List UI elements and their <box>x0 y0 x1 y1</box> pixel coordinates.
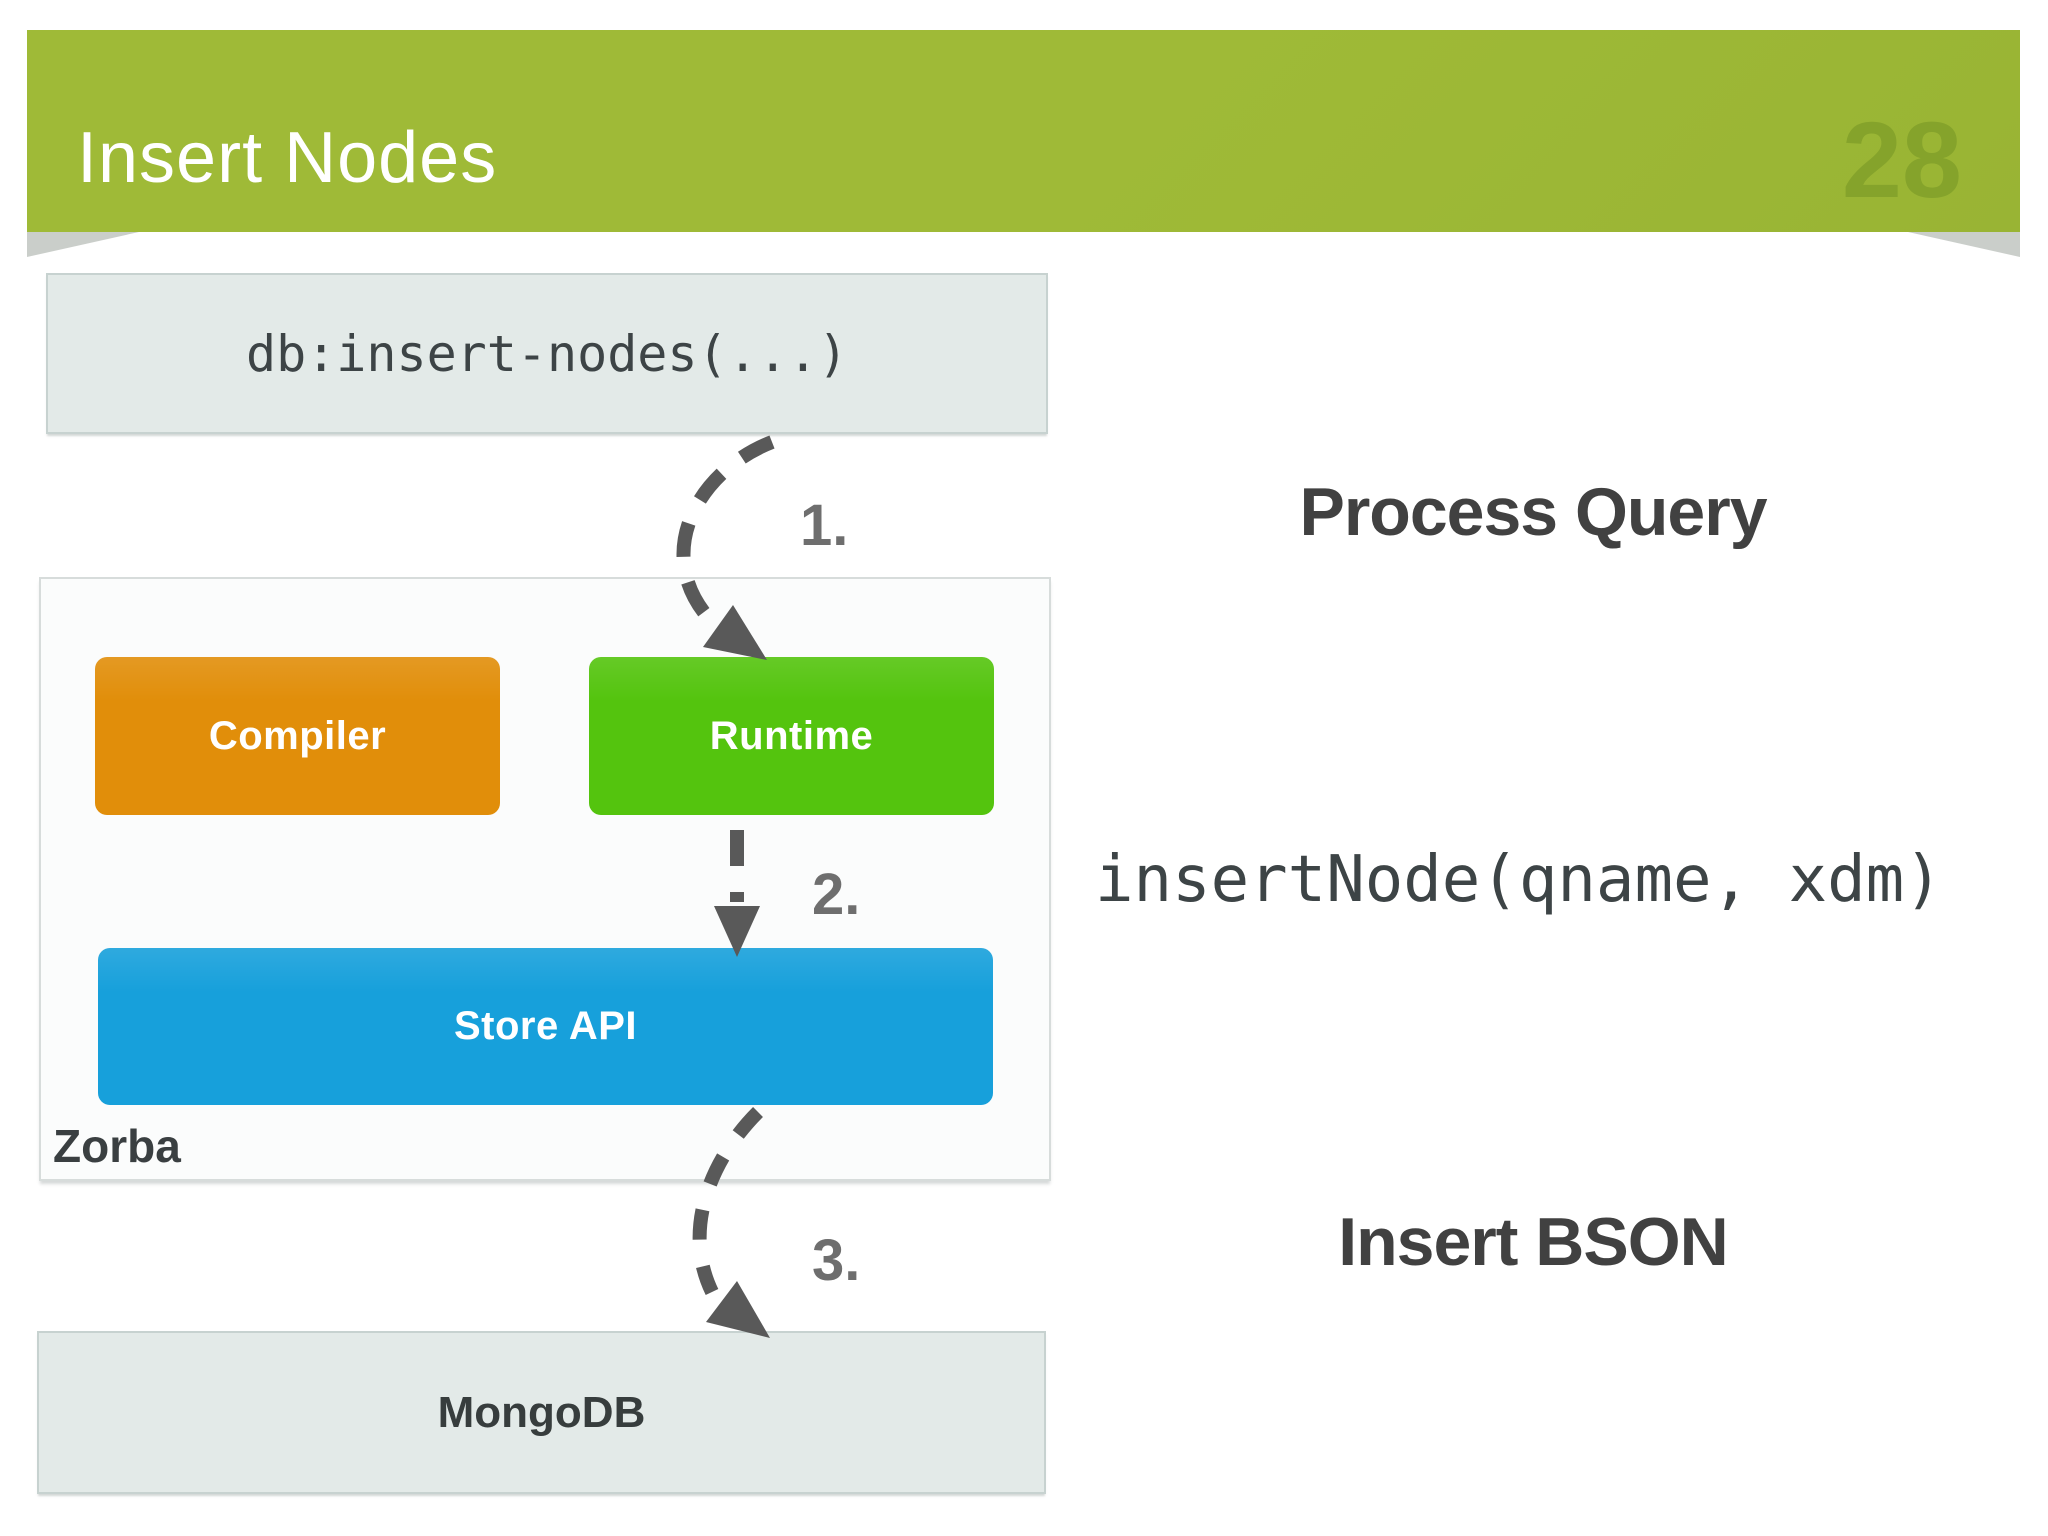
step-2-number: 2. <box>812 862 861 927</box>
mongodb-label: MongoDB <box>437 1387 646 1437</box>
query-box-label: db:insert-nodes(...) <box>245 324 849 383</box>
compiler-label: Compiler <box>208 713 387 758</box>
store-api-box: Store API <box>98 948 993 1105</box>
annotation-insert-node-code: insertNode(qname, xdm) <box>1095 843 1943 917</box>
header-fold-left-icon <box>27 232 139 257</box>
slide-title: Insert Nodes <box>77 118 498 198</box>
annotation-insert-bson: Insert BSON <box>1338 1204 1729 1280</box>
mongodb-box: MongoDB <box>37 1331 1046 1494</box>
step-3-number: 3. <box>812 1228 861 1293</box>
query-box: db:insert-nodes(...) <box>46 273 1048 434</box>
title-bar: Insert Nodes 28 <box>27 30 2020 232</box>
runtime-box: Runtime <box>589 657 994 815</box>
header-fold-right-icon <box>1908 232 2020 257</box>
page-number: 28 <box>1841 99 1962 220</box>
step-1-number: 1. <box>800 493 849 558</box>
compiler-box: Compiler <box>95 657 500 815</box>
runtime-label: Runtime <box>709 713 874 758</box>
annotation-process-query: Process Query <box>1299 474 1767 550</box>
zorba-label: Zorba <box>53 1120 181 1172</box>
store-api-label: Store API <box>453 1004 638 1048</box>
